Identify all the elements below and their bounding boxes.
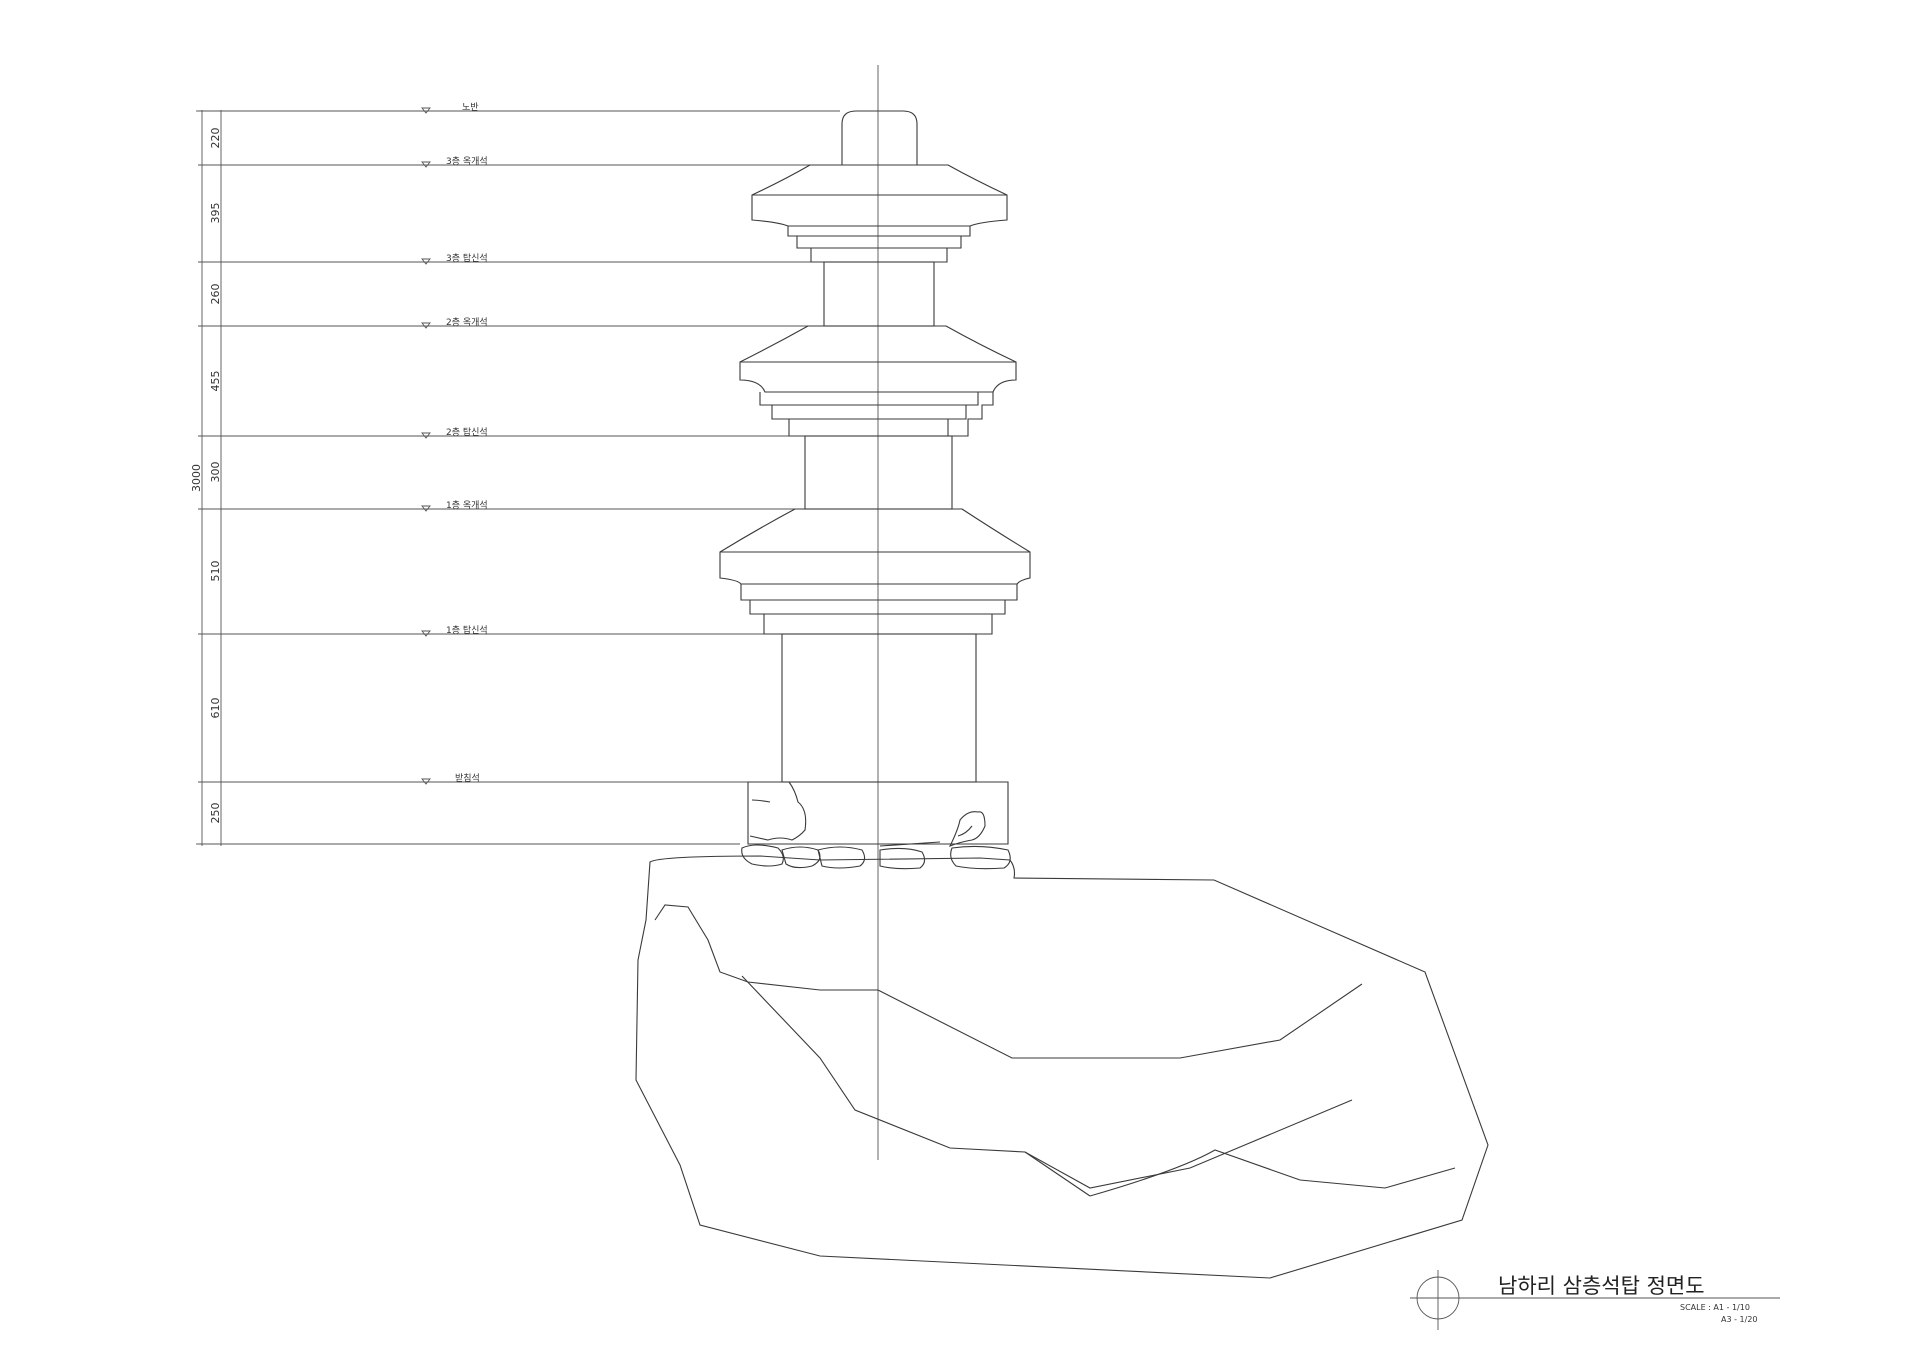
scale-label: SCALE : A1 - 1/10 bbox=[1680, 1303, 1750, 1312]
level-label-base: 받침석 bbox=[455, 773, 480, 784]
dim-455: 455 bbox=[209, 371, 222, 392]
dim-total: 3000 bbox=[190, 464, 203, 492]
pagoda bbox=[719, 110, 1031, 870]
level-label-2-body: 2층 탑신석 bbox=[446, 426, 488, 438]
dimension-lines bbox=[196, 110, 840, 846]
title-block: 남하리 삼층석탑 정면도 SCALE : A1 - 1/10 A3 - 1/20 bbox=[1410, 1270, 1780, 1330]
level-label-1-roof: 1층 옥개석 bbox=[446, 500, 488, 511]
dim-300: 300 bbox=[209, 462, 222, 483]
dimension-values: 220 395 260 455 300 510 610 250 3000 bbox=[190, 128, 222, 824]
level-label-2-roof: 2층 옥개석 bbox=[446, 317, 488, 328]
level-label-노반: 노반 bbox=[462, 102, 479, 113]
dim-260: 260 bbox=[209, 284, 222, 305]
level-label-3-body: 3층 탑신석 bbox=[446, 252, 488, 264]
dim-395: 395 bbox=[209, 203, 222, 224]
scale-a3-label: A3 - 1/20 bbox=[1721, 1315, 1758, 1324]
level-label-3-roof: 3층 옥개석 bbox=[446, 156, 488, 167]
drawing-title: 남하리 삼층석탑 정면도 bbox=[1498, 1274, 1705, 1298]
dim-610: 610 bbox=[209, 698, 222, 719]
dim-250: 250 bbox=[209, 803, 222, 824]
level-markers bbox=[421, 107, 431, 785]
dim-220: 220 bbox=[209, 128, 222, 149]
level-labels: 노반 3층 옥개석 3층 탑신석 2층 옥개석 2층 탑신석 1층 옥개석 1층… bbox=[446, 102, 488, 784]
level-label-1-body: 1층 탑신석 bbox=[446, 624, 488, 636]
dim-510: 510 bbox=[209, 561, 222, 582]
rock-outcrop bbox=[635, 855, 1489, 1279]
